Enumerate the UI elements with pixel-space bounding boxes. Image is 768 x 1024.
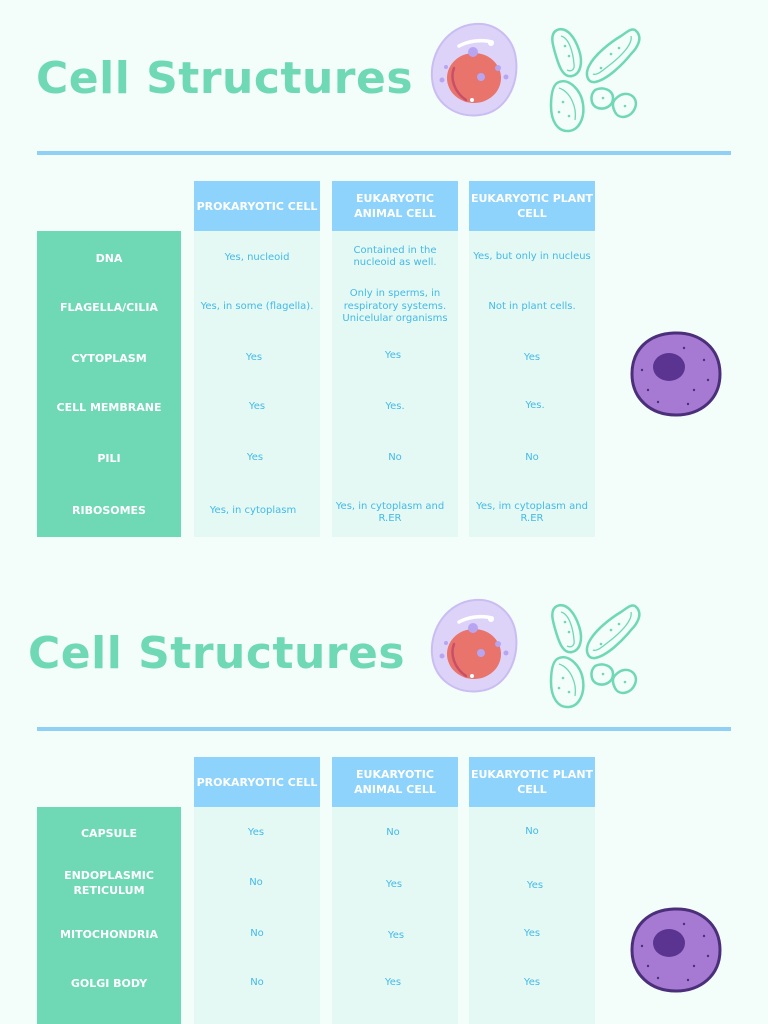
table-cell: Yes.: [385, 400, 405, 412]
table-cell: No: [249, 876, 263, 888]
column-body-eukaryotic-animal: [332, 807, 458, 1024]
table-cell: Contained in the nucleoid as well.: [353, 244, 437, 269]
table-cell: Yes, in cytoplasm: [209, 504, 297, 516]
table-cell: Yes: [247, 826, 265, 838]
table-cell: Yes: [245, 351, 263, 363]
table-cell: Yes: [523, 976, 541, 988]
table-cell: Yes, im cytoplasm and R.ER: [476, 500, 588, 525]
column-header-prokaryotic: PROKARYOTIC CELL: [194, 181, 320, 231]
table-cell: Yes: [526, 879, 544, 891]
row-label-golgi-body: GOLGI BODY: [70, 976, 148, 990]
page-title: Cell Structures: [36, 53, 414, 104]
column-header-eukaryotic-plant: EUKARYOTIC PLANT CELL: [469, 757, 595, 807]
column-header-eukaryotic-animal: EUKARYOTIC ANIMAL CELL: [332, 757, 458, 807]
cell-structures-section-2: Cell Structures: [0, 560, 768, 1024]
table-cell: Yes: [523, 351, 541, 363]
divider-line: [37, 727, 731, 731]
table-cell: Yes: [385, 878, 403, 890]
row-label-pili: PILI: [97, 451, 121, 465]
table-cell: No: [386, 826, 400, 838]
row-label-endoplasmic-reticulum: ENDOPLASMIC RETICULUM: [64, 869, 154, 897]
column-body-prokaryotic: [194, 231, 320, 537]
table-cell: Yes, nucleoid: [224, 251, 290, 263]
table-cell: Yes: [387, 929, 405, 941]
table-cell: Yes, in some (flagella).: [200, 300, 314, 312]
column-header-prokaryotic: PROKARYOTIC CELL: [194, 757, 320, 807]
row-label-cytoplasm: CYTOPLASM: [71, 351, 147, 365]
column-header-eukaryotic-animal: EUKARYOTIC ANIMAL CELL: [332, 181, 458, 231]
white-blood-cell-icon: [430, 22, 518, 117]
bacteria-cluster-icon: [549, 603, 641, 709]
row-label-cell-membrane: CELL MEMBRANE: [56, 400, 162, 414]
table-cell: Yes, but only in nucleus: [473, 250, 591, 262]
column-body-eukaryotic-animal: [332, 231, 458, 537]
table-cell: Yes: [246, 451, 264, 463]
table-cell: Yes: [384, 349, 402, 361]
column-body-prokaryotic: [194, 807, 320, 1024]
row-label-ribosomes: RIBOSOMES: [72, 503, 146, 517]
divider-line: [37, 151, 731, 155]
table-cell: No: [250, 976, 264, 988]
bacteria-cluster-icon: [549, 27, 641, 133]
table-cell: No: [525, 825, 539, 837]
table-cell: No: [250, 927, 264, 939]
table-cell: Yes: [523, 927, 541, 939]
purple-cell-icon: [630, 331, 722, 417]
table-cell: Yes: [248, 400, 266, 412]
table-cell: Yes: [384, 976, 402, 988]
table-cell: Yes, in cytoplasm and R.ER: [335, 500, 445, 525]
column-body-eukaryotic-plant: [469, 231, 595, 537]
row-label-capsule: CAPSULE: [80, 826, 138, 840]
row-header-column: [37, 231, 181, 537]
cell-structures-section-1: Cell Structures: [36, 22, 731, 537]
table-cell: Only in sperms, in respiratory systems. …: [342, 288, 448, 325]
white-blood-cell-icon: [430, 598, 518, 693]
column-body-eukaryotic-plant: [469, 807, 595, 1024]
purple-cell-icon: [630, 907, 722, 993]
column-header-eukaryotic-plant: EUKARYOTIC PLANT CELL: [469, 181, 595, 231]
table-cell: No: [525, 451, 539, 463]
row-header-column: [37, 807, 181, 1024]
table-cell: Yes.: [525, 399, 545, 411]
table-cell: Not in plant cells.: [488, 300, 576, 312]
table-cell: No: [388, 451, 402, 463]
row-label-flagella-cilia: FLAGELLA/CILIA: [60, 300, 158, 314]
row-label-mitochondria: MITOCHONDRIA: [60, 927, 158, 941]
row-label-dna: DNA: [95, 251, 123, 265]
page-title: Cell Structures: [28, 628, 406, 679]
